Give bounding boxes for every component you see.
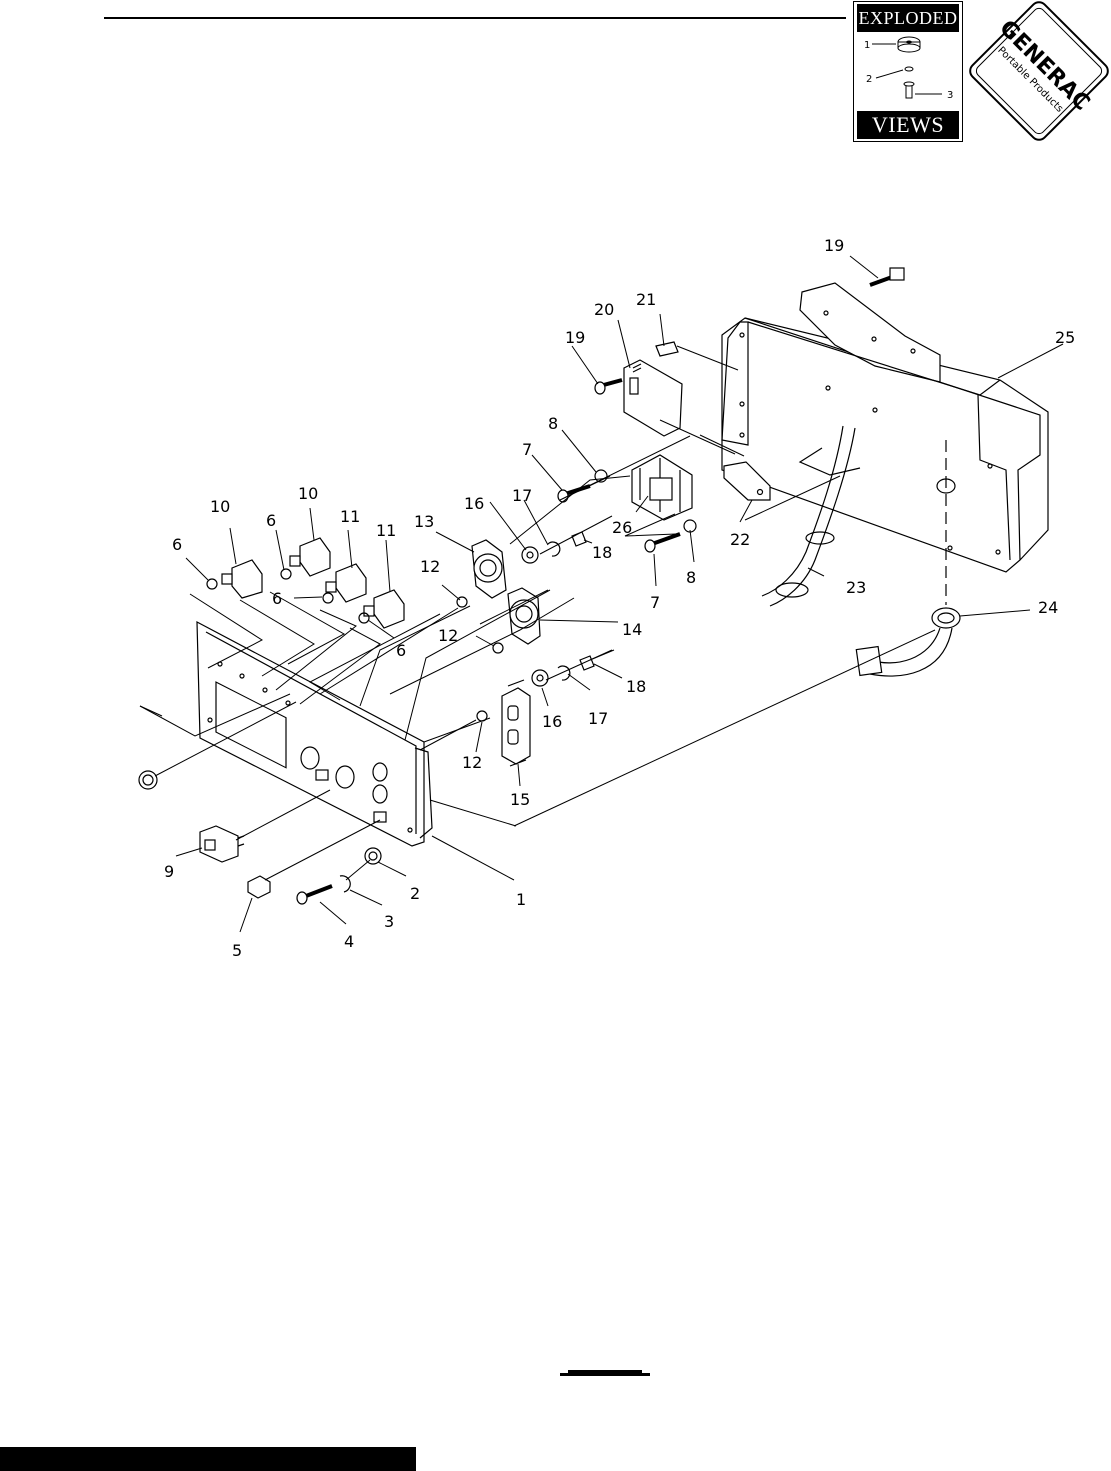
callout-14: 14: [622, 620, 642, 639]
callout-12-lower: 12: [462, 753, 482, 772]
callout-7-upper: 7: [522, 440, 532, 459]
screw-19-upper: [869, 267, 905, 287]
circuit-breaker-10-left: [206, 559, 263, 599]
callout-12-upper: 12: [420, 557, 440, 576]
twist-lock-receptacle-13: [471, 539, 507, 599]
callout-11-left: 11: [340, 507, 360, 526]
callout-5: 5: [232, 941, 242, 960]
washer-nut-set-lower: [531, 655, 595, 687]
assembly-lines: [139, 345, 936, 881]
callout-leaders: [175, 255, 1064, 933]
standoff-spacer: [655, 341, 679, 357]
callout-4: 4: [344, 932, 354, 951]
callout-20: 20: [594, 300, 614, 319]
callout-24: 24: [1038, 598, 1058, 617]
footer-bar: [0, 1447, 416, 1471]
callout-25: 25: [1055, 328, 1075, 347]
control-box-housing: [721, 282, 1049, 573]
callout-21: 21: [636, 290, 656, 309]
callout-10-right: 10: [298, 484, 318, 503]
callout-15: 15: [510, 790, 530, 809]
callout-11-right: 11: [376, 521, 396, 540]
callout-1: 1: [516, 890, 526, 909]
callout-9: 9: [164, 862, 174, 881]
duplex-receptacle: [501, 679, 531, 767]
outlet-module: [199, 825, 245, 863]
callout-6-lower: 6: [396, 641, 406, 660]
callout-6-middle: 6: [272, 589, 282, 608]
callout-17-upper: 17: [512, 486, 532, 505]
badge-title-exploded: EXPLODED: [857, 4, 959, 32]
circuit-breaker-11-right: [358, 589, 405, 629]
circuit-board: [623, 359, 683, 437]
mounting-bracket: [723, 461, 771, 501]
screw-19-lower: [594, 378, 623, 395]
panel-grommet: [138, 770, 158, 790]
circuit-breaker-11-left: [322, 563, 367, 604]
callout-26: 26: [612, 518, 632, 537]
callout-18-upper: 18: [592, 543, 612, 562]
callout-labels: 19 21 20 25 19 8 7 10 10 16 17 11 13 6 2…: [164, 236, 1075, 960]
callout-6-left: 6: [172, 535, 182, 554]
callout-6-upper: 6: [266, 511, 276, 530]
callout-16-upper: 16: [464, 494, 484, 513]
callout-2: 2: [410, 884, 420, 903]
callout-22: 22: [730, 530, 750, 549]
o-ring-12-b: [492, 642, 504, 654]
callout-17-lower: 17: [588, 709, 608, 728]
badge-callout-2: 2: [866, 74, 872, 85]
badge-title-views: VIEWS: [857, 111, 959, 139]
badge-illustration: 1 2 3: [864, 36, 953, 101]
control-panel: [196, 620, 433, 847]
panel-screw: [296, 847, 382, 905]
callout-18-lower: 18: [626, 677, 646, 696]
exploded-views-badge: EXPLODED 1 2 3 VIEWS: [853, 1, 963, 142]
o-ring-12-a: [456, 596, 468, 608]
callout-13: 13: [414, 512, 434, 531]
callout-8-lower: 8: [686, 568, 696, 587]
callout-23: 23: [846, 578, 866, 597]
badge-callout-3: 3: [947, 90, 953, 101]
washer-nut-set-upper: [521, 531, 587, 564]
cable-harness: [761, 425, 856, 607]
transformer: [631, 454, 693, 521]
callout-7-lower: 7: [650, 593, 660, 612]
callout-19-lower: 19: [565, 328, 585, 347]
callout-8-upper: 8: [548, 414, 558, 433]
screw-7-lower: [644, 519, 697, 553]
circuit-breaker-10-right: [280, 537, 331, 580]
badge-callout-1: 1: [864, 40, 870, 51]
callout-16-lower: 16: [542, 712, 562, 731]
generac-logo: GENERAC Portable Products: [969, 1, 1109, 141]
callout-12-middle: 12: [438, 626, 458, 645]
callout-10-left: 10: [210, 497, 230, 516]
callout-19-top: 19: [824, 236, 844, 255]
callout-3: 3: [384, 912, 394, 931]
header-rule: [104, 17, 846, 19]
page-marker-rule: [560, 1370, 650, 1376]
rocker-switch: [247, 875, 271, 899]
